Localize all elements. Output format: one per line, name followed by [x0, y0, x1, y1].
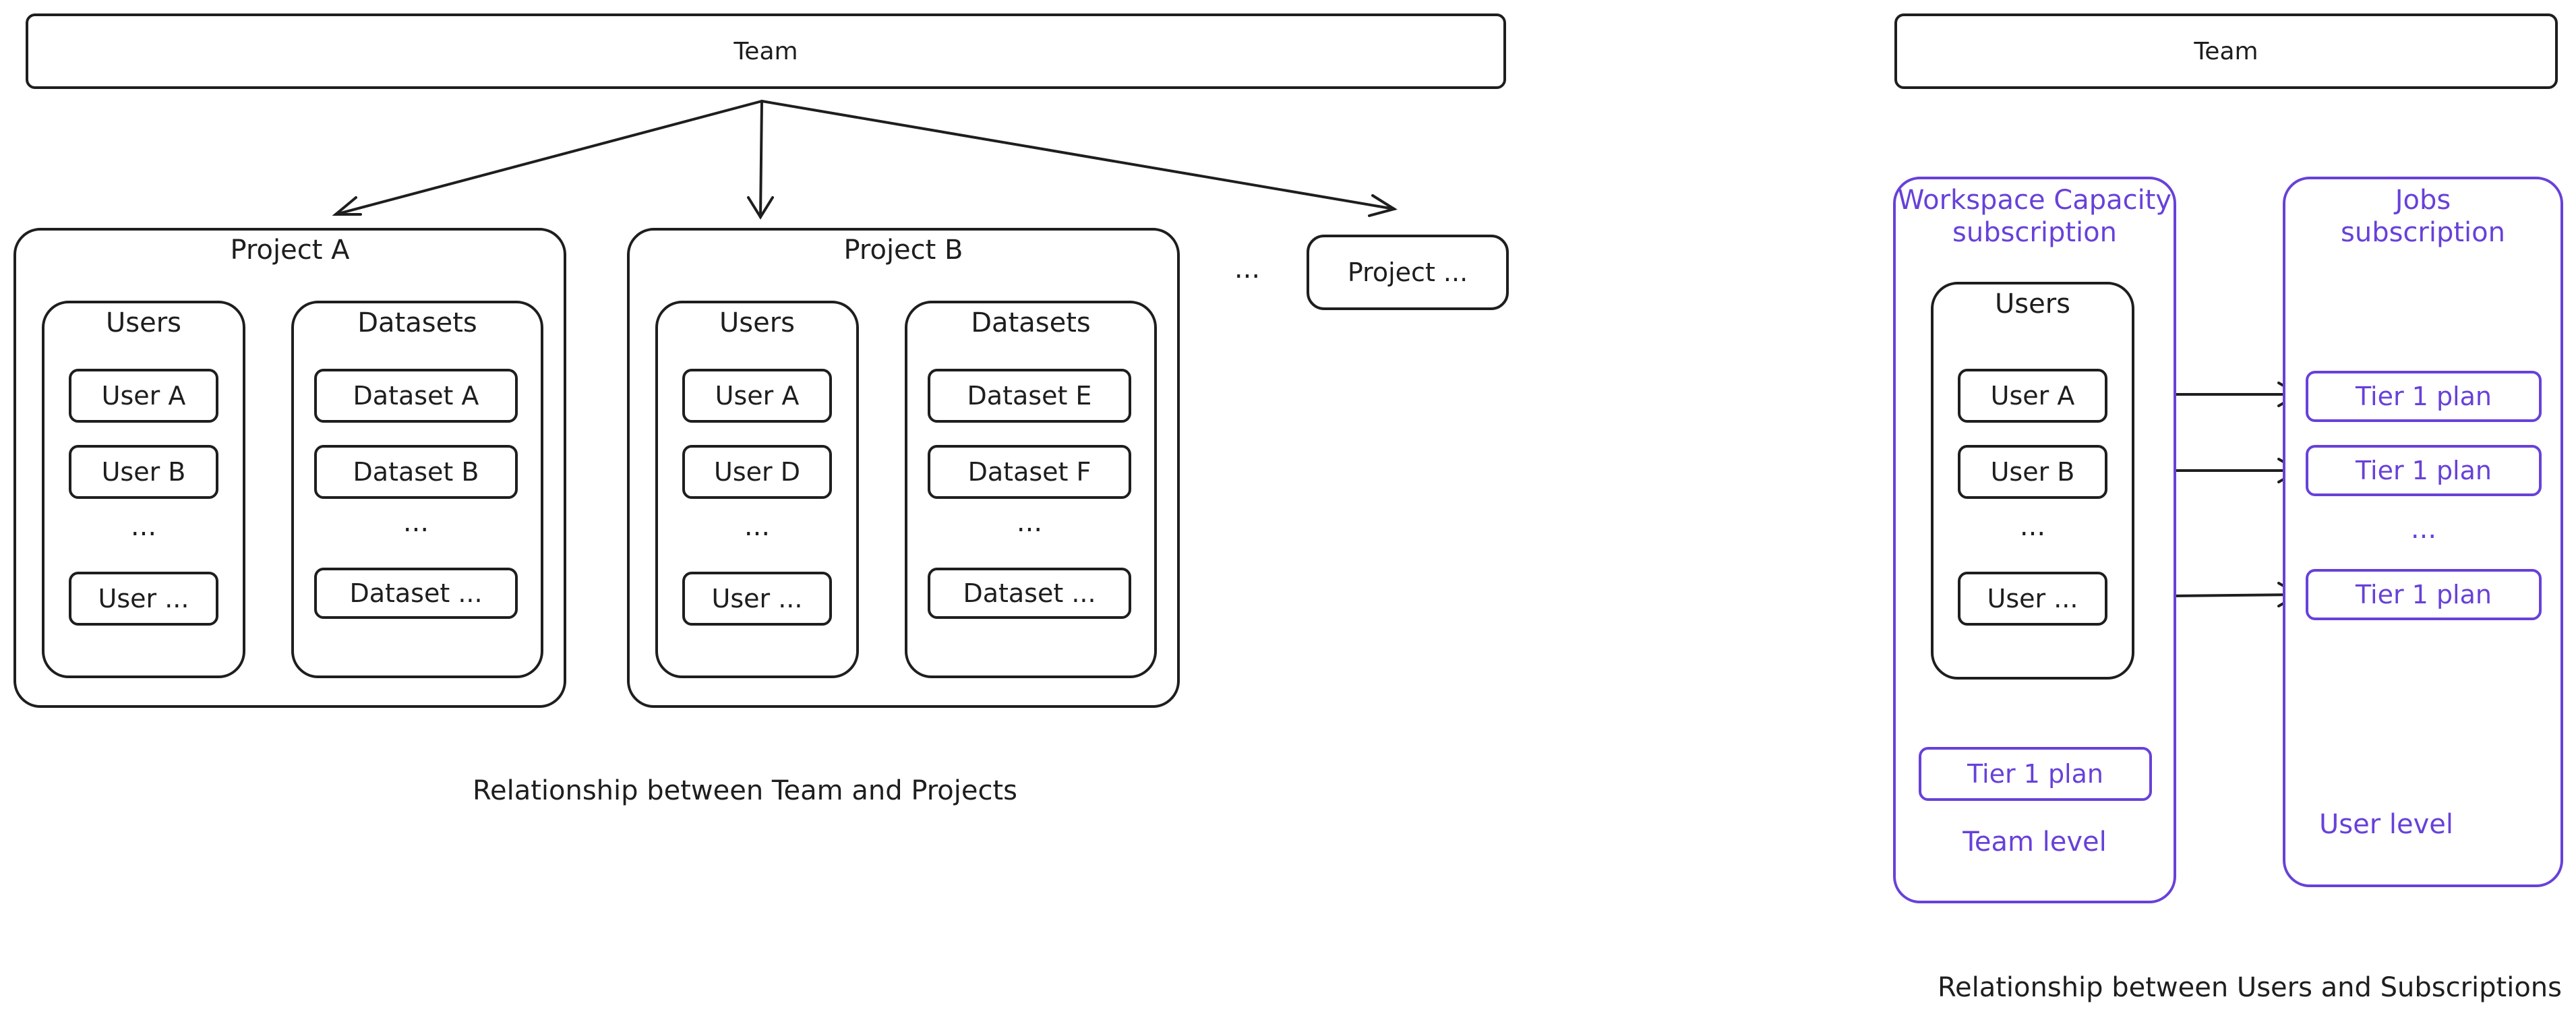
users-title: Users	[719, 307, 795, 338]
user-label: User A	[101, 381, 186, 411]
user-label: User B	[1990, 457, 2075, 487]
user-label: User A	[1990, 381, 2075, 411]
more-projects-ellipsis: ...	[1234, 253, 1261, 284]
plan-label: Tier 1 plan	[2356, 456, 2492, 485]
arrowhead-icon	[332, 196, 362, 216]
users-ellipsis: ...	[130, 511, 157, 542]
user-level-label: User level	[2319, 809, 2454, 840]
plans-ellipsis: ...	[2410, 514, 2437, 545]
user-label: User ...	[711, 584, 803, 613]
user-a-box: User A	[1958, 369, 2107, 423]
user-more-box: User ...	[682, 572, 832, 626]
user-more-box: User ...	[1958, 572, 2107, 626]
user-more-box: User ...	[69, 572, 218, 626]
project-more-label: Project ...	[1347, 258, 1468, 287]
user-a-box: User A	[682, 369, 832, 423]
datasets-title: Datasets	[357, 307, 477, 338]
users-ellipsis: ...	[744, 511, 771, 542]
user-a-box: User A	[69, 369, 218, 423]
datasets-ellipsis: ...	[402, 507, 429, 538]
project-more-box: Project ...	[1307, 235, 1509, 310]
team-box: Team	[1894, 13, 2558, 89]
user-label: User A	[715, 381, 800, 411]
plan-label: Tier 1 plan	[1967, 759, 2103, 789]
project-title: Project A	[230, 235, 350, 266]
tier-plan-box: Tier 1 plan	[2306, 371, 2542, 422]
user-label: User ...	[1987, 584, 2078, 613]
dataset-f-box: Dataset F	[928, 445, 1131, 499]
tier-plan-box: Tier 1 plan	[2306, 569, 2542, 620]
users-title: Users	[1994, 289, 2070, 320]
user-d-box: User D	[682, 445, 832, 499]
dataset-more-box: Dataset ...	[928, 568, 1131, 619]
dataset-e-box: Dataset E	[928, 369, 1131, 423]
team-label: Team	[2194, 37, 2258, 65]
datasets-title: Datasets	[971, 307, 1091, 338]
dataset-label: Dataset B	[353, 457, 479, 487]
user-label: User B	[101, 457, 186, 487]
arrowhead-icon	[747, 196, 774, 220]
user-label: User D	[714, 457, 800, 487]
dataset-label: Dataset E	[967, 381, 1092, 411]
user-b-box: User B	[69, 445, 218, 499]
project-title: Project B	[843, 235, 963, 266]
workspace-title-line2: subscription	[1952, 217, 2117, 248]
jobs-subscription-box: Jobs subscription	[2283, 177, 2563, 887]
team-label: Team	[733, 37, 798, 65]
arrow-team-to-project-a	[334, 100, 763, 216]
dataset-b-box: Dataset B	[314, 445, 518, 499]
users-ellipsis: ...	[2019, 511, 2046, 542]
arrowhead-icon	[1368, 194, 1398, 217]
datasets-ellipsis: ...	[1016, 507, 1043, 538]
jobs-title-line1: Jobs	[2395, 185, 2451, 216]
users-title: Users	[105, 307, 181, 338]
user-label: User ...	[98, 584, 189, 613]
dataset-label: Dataset A	[353, 381, 479, 411]
dataset-label: Dataset F	[967, 457, 1091, 487]
arrow-team-to-project-more	[760, 100, 1396, 210]
team-level-label: Team level	[1963, 826, 2107, 858]
workspace-title-line1: Workspace Capacity	[1897, 185, 2172, 216]
jobs-title-line2: subscription	[2341, 217, 2505, 248]
arrow-team-to-project-b	[759, 100, 763, 218]
dataset-more-box: Dataset ...	[314, 568, 518, 619]
plan-label: Tier 1 plan	[2356, 382, 2492, 411]
team-tier-plan-box: Tier 1 plan	[1919, 747, 2152, 801]
dataset-a-box: Dataset A	[314, 369, 518, 423]
dataset-label: Dataset ...	[963, 578, 1096, 608]
plan-label: Tier 1 plan	[2356, 580, 2492, 609]
user-b-box: User B	[1958, 445, 2107, 499]
team-box: Team	[26, 13, 1506, 89]
left-caption: Relationship between Team and Projects	[472, 775, 1018, 806]
tier-plan-box: Tier 1 plan	[2306, 445, 2542, 496]
dataset-label: Dataset ...	[349, 578, 483, 608]
right-caption: Relationship between Users and Subscript…	[1937, 972, 2562, 1003]
